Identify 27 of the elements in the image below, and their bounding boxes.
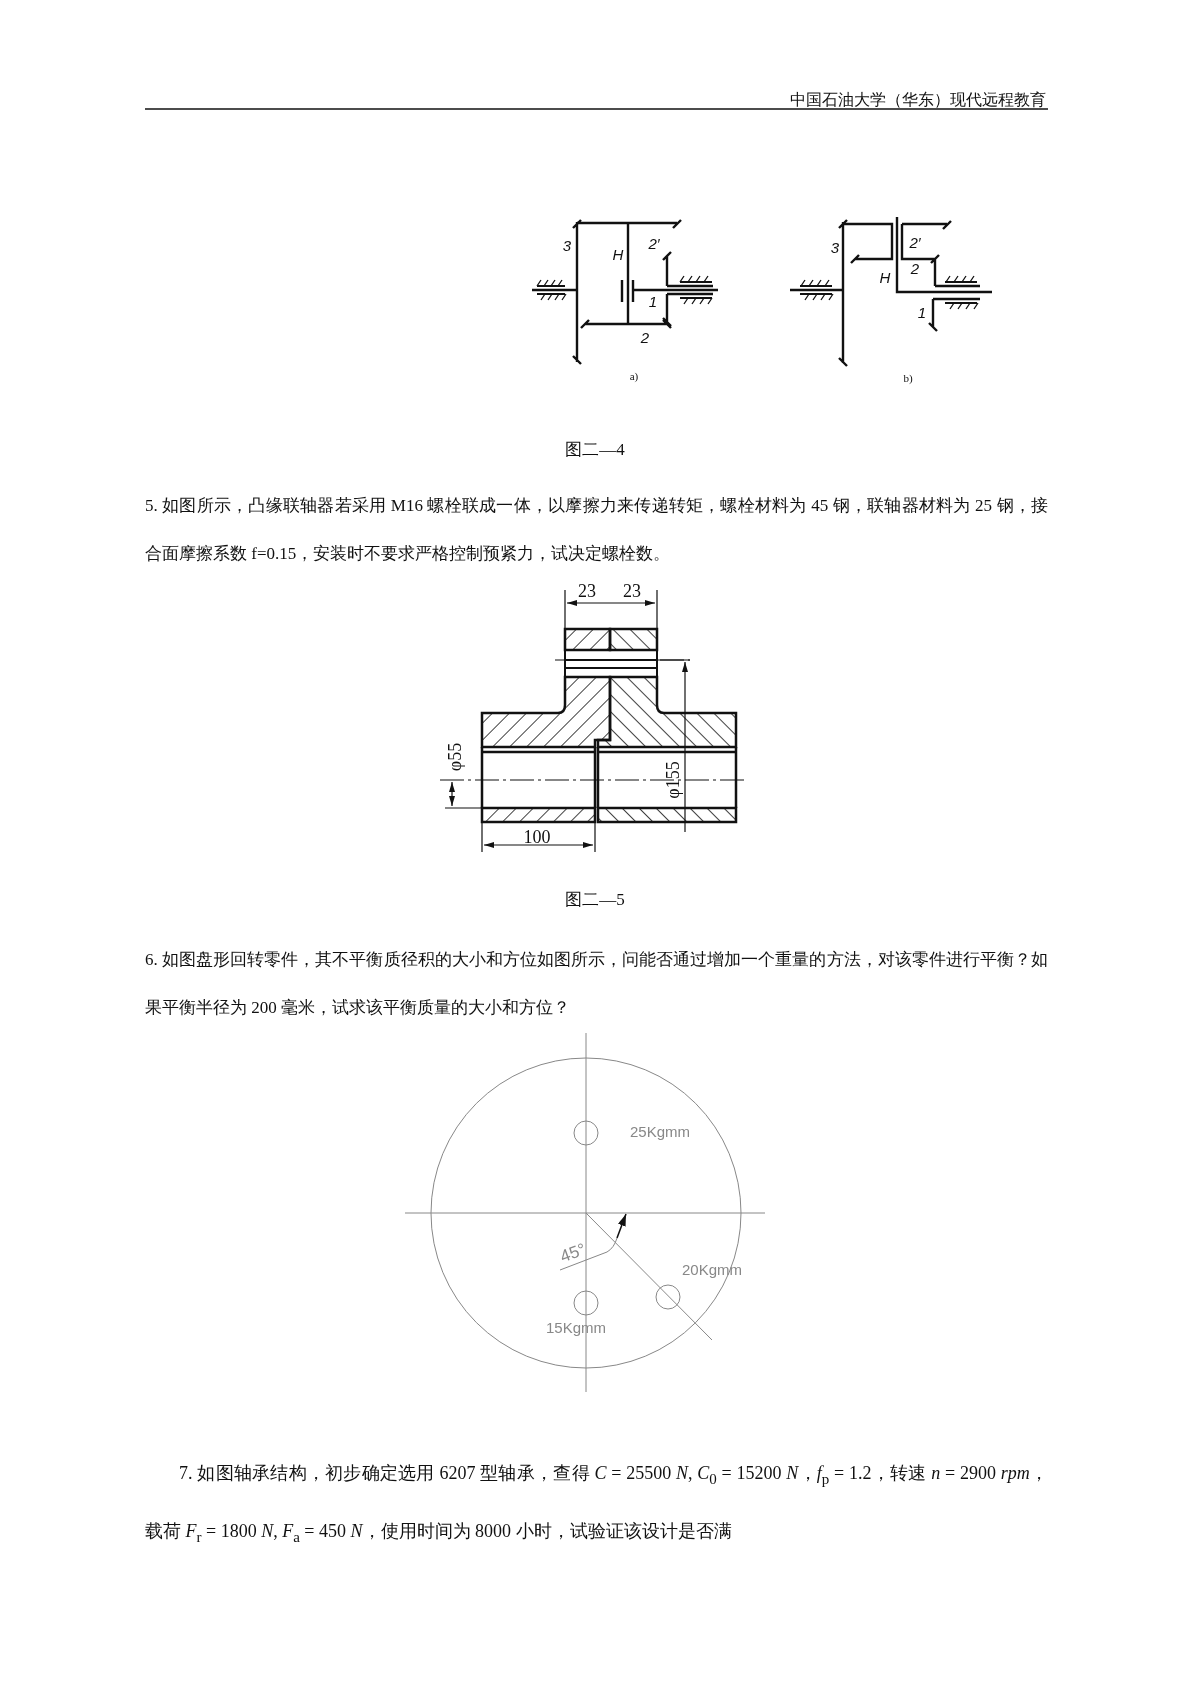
part-number: 2′ — [909, 234, 921, 250]
angle-label: 45° — [558, 1240, 588, 1266]
part-number: 3 — [830, 239, 840, 255]
dimension-text: 23 — [623, 582, 641, 600]
value-label: 20Kgmm — [682, 1261, 742, 1277]
question-text: 5. 如图所示，凸缘联轴器若采用 M16 螺栓联成一体，以摩擦力来传递转矩，螺栓材料为 45 钢，联轴器材料为 25 钢，接合面摩擦系数 f=0.15，安装时不要求严格控制预紧力，试决定螺栓数。 — [145, 495, 1048, 565]
part-number: 2′ — [648, 235, 660, 251]
part-number: 3 — [562, 237, 572, 253]
figure-caption: b) — [903, 372, 913, 384]
part-number: 2 — [640, 329, 650, 345]
question-text: 6. 如图盘形回转零件，其不平衡质径积的大小和方位如图所示，问能否通过增加一个重量的方法，对该零件进行平衡？如果平衡半径为 200 毫米，试求该平衡质量的大小和方位？ — [145, 949, 1048, 1019]
part-number: 1 — [917, 304, 927, 320]
value-label: 15Kgmm — [546, 1319, 606, 1335]
figure-caption: 图二—5 — [565, 890, 625, 908]
dimension-text: 23 — [578, 582, 596, 600]
page-header: 中国石油大学（华东）现代远程教育 — [790, 92, 1046, 108]
dimension-text: φ155 — [664, 761, 682, 799]
question-text: 7. 如图轴承结构，初步确定选用 6207 型轴承，查得 C = 25500 N, C$_{0}$ = 15200 N，f$_{p}$ = 1.2，转速 n = 2900 rpm，载荷 F$_{r}$ = 1800 N, F$_{a}$ = 450 N，使用时间为 8000 小时，试验证该设计是否满 — [145, 1462, 1048, 1547]
part-number: 1 — [648, 293, 658, 309]
part-number: 2 — [910, 260, 920, 276]
dimension-text: φ55 — [446, 742, 464, 772]
dimension-text: 100 — [523, 828, 551, 846]
figure-caption: a) — [629, 370, 639, 382]
part-number: H — [879, 269, 891, 285]
part-number: H — [612, 246, 624, 262]
figure-caption: 图二—4 — [565, 440, 625, 458]
value-label: 25Kgmm — [630, 1123, 690, 1139]
